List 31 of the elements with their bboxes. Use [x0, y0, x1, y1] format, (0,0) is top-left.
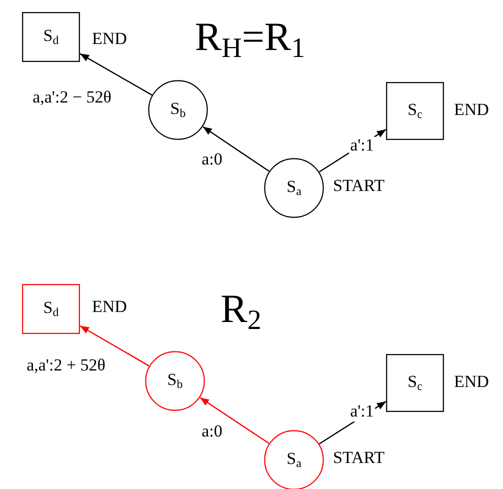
- state-box: [22, 284, 80, 334]
- state-label: S$_{b}$: [166, 370, 184, 392]
- arrow: [80, 325, 150, 366]
- heading: R$_{2}$: [220, 287, 262, 337]
- state-circle: [148, 80, 208, 140]
- edge-label: a,a':2 − 52θ: [32, 88, 112, 108]
- state-label: S$_{c}$: [406, 100, 424, 122]
- edge-label: a':1: [349, 136, 375, 156]
- state-circle: [145, 351, 205, 411]
- heading: R$_{H}$=R$_{1}$: [194, 15, 306, 65]
- arrow: [80, 53, 152, 96]
- state-tag: END: [92, 298, 127, 317]
- state-box: [386, 354, 444, 412]
- state-label: S$_{b}$: [169, 99, 187, 121]
- state-box: [386, 82, 444, 140]
- state-label: S$_{d}$: [42, 298, 60, 320]
- state-label: S$_{d}$: [42, 26, 60, 48]
- state-tag: END: [454, 101, 489, 120]
- state-label: S$_{a}$: [286, 449, 302, 471]
- state-tag: START: [333, 177, 384, 196]
- arrow: [200, 397, 270, 444]
- state-tag: END: [92, 30, 127, 49]
- edge-label: a':1: [349, 402, 375, 422]
- state-tag: END: [454, 373, 489, 392]
- state-box: [22, 12, 80, 62]
- arrow: [202, 126, 270, 172]
- state-label: S$_{a}$: [286, 177, 302, 199]
- state-label: S$_{c}$: [406, 372, 424, 394]
- state-circle: [264, 158, 324, 218]
- state-tag: START: [333, 449, 384, 468]
- edge-label: a,a':2 + 52θ: [26, 356, 106, 376]
